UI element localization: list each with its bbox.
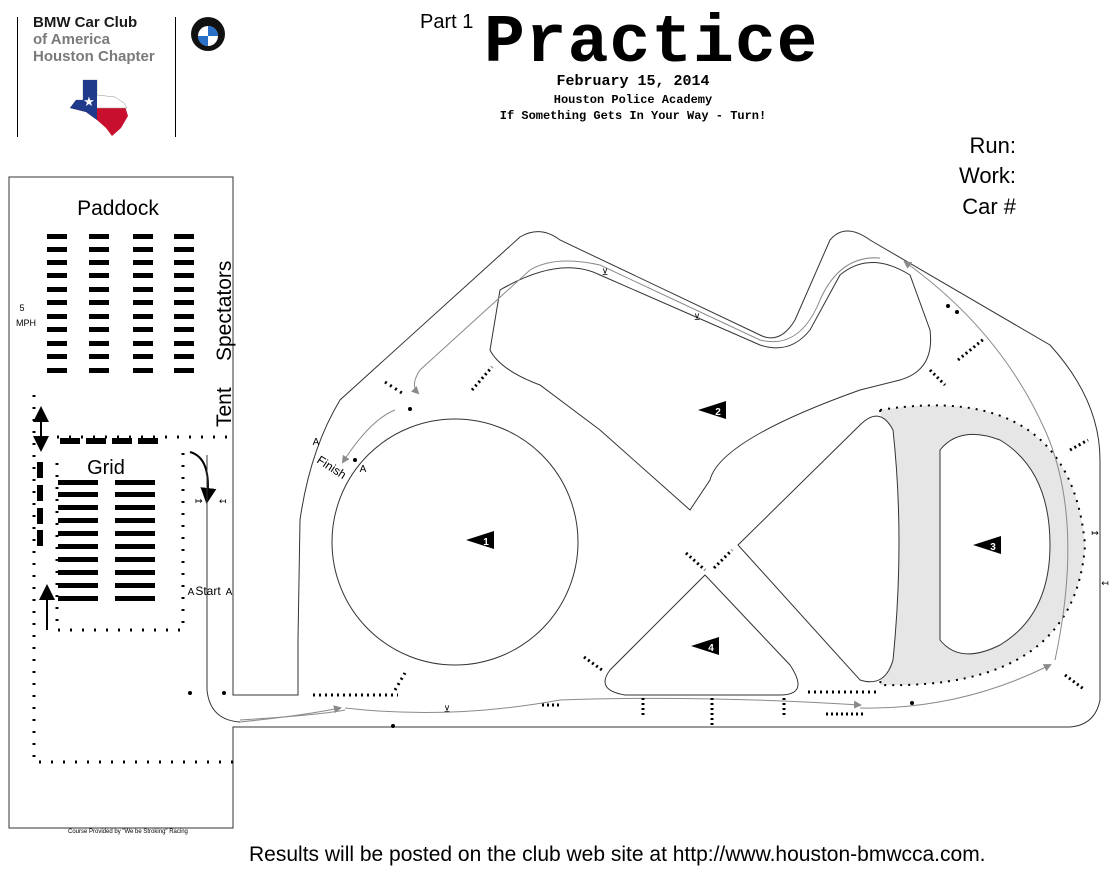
cone-pointer-top-icon: ⊻ xyxy=(602,267,609,277)
grid-turn-arrow-icon xyxy=(189,451,217,504)
gate-mark-east-2-icon: ↤ xyxy=(1101,578,1109,588)
divider-right xyxy=(175,17,176,137)
page-title: Practice xyxy=(484,5,819,82)
results-notice: Results will be posted on the club web s… xyxy=(249,843,986,866)
club-name-line2: of America xyxy=(33,31,110,48)
run-label: Run: xyxy=(969,133,1016,158)
flow-arrow-4-icon xyxy=(903,260,1069,661)
spectators-label: Spectators xyxy=(213,261,236,361)
grid-lane-bars xyxy=(37,438,158,546)
speed-limit-value: 5 xyxy=(19,303,24,313)
tent-label: Tent xyxy=(213,387,236,427)
gate-mark-left-icon: ↦ xyxy=(195,496,203,506)
bottom-island xyxy=(604,574,799,696)
event-date: February 15, 2014 xyxy=(556,73,710,90)
cone-pointer-mid-icon: ⊻ xyxy=(694,312,701,322)
cone-clusters xyxy=(313,304,1089,728)
start-label: Start xyxy=(195,584,221,598)
flow-arrow-6-icon xyxy=(341,409,396,464)
svg-text:3: 3 xyxy=(990,542,996,553)
speed-limit-unit: MPH xyxy=(16,318,36,328)
event-venue: Houston Police Academy xyxy=(553,93,713,107)
grid-label: Grid xyxy=(87,457,125,479)
svg-text:4: 4 xyxy=(708,643,714,654)
station-marker-4-icon: 4 xyxy=(691,637,719,655)
club-name: BMW Car Club of America Houston Chapter xyxy=(33,14,155,65)
start-cone-right-icon: A xyxy=(226,587,233,598)
svg-text:★: ★ xyxy=(83,95,95,110)
track-outer-boundary xyxy=(8,176,1101,829)
divider-left xyxy=(17,17,18,137)
club-name-line1: BMW Car Club xyxy=(33,14,138,31)
cone-pointer-icon: ⊻ xyxy=(444,704,451,714)
flow-arrow-3-icon xyxy=(859,664,1052,709)
bmw-logo-icon xyxy=(191,17,225,51)
texas-flag-icon: ★ xyxy=(69,79,128,136)
gate-mark-right-icon: ↤ xyxy=(219,496,227,506)
flow-arrow-2-icon xyxy=(344,697,862,713)
course-credit: Course Provided by "We be Stroking" Raci… xyxy=(68,829,188,835)
start-cone-left-icon: A xyxy=(188,587,195,598)
part-label: Part 1 xyxy=(420,11,474,33)
gate-mark-east-1-icon: ↦ xyxy=(1091,528,1099,538)
car-number-label: Car # xyxy=(962,194,1016,219)
finish-cone-left-icon: A xyxy=(313,437,320,448)
grid-box-dots xyxy=(55,450,185,632)
flow-start xyxy=(239,709,346,721)
finish-label: Finish xyxy=(314,453,348,482)
top-island xyxy=(489,262,932,511)
grid-parking xyxy=(58,480,155,601)
flow-arrow-5-icon xyxy=(410,257,881,395)
right-island xyxy=(737,415,900,683)
svg-text:1: 1 xyxy=(483,537,489,548)
svg-text:2: 2 xyxy=(715,407,721,418)
club-name-line3: Houston Chapter xyxy=(33,48,155,65)
paddock-label: Paddock xyxy=(77,197,159,220)
station-marker-3-icon: 3 xyxy=(973,536,1001,554)
finish-cone-right-icon: A xyxy=(360,464,367,475)
paddock-parking xyxy=(47,234,194,373)
flow-arrow-1-icon xyxy=(239,705,342,723)
left-circle-island xyxy=(331,418,579,666)
event-motto: If Something Gets In Your Way - Turn! xyxy=(499,109,767,123)
station-marker-2-icon: 2 xyxy=(698,401,726,419)
work-label: Work: xyxy=(958,163,1016,188)
entry-lane xyxy=(206,455,241,723)
station-marker-1-icon: 1 xyxy=(466,531,494,549)
staging-lane-dots xyxy=(32,395,235,764)
